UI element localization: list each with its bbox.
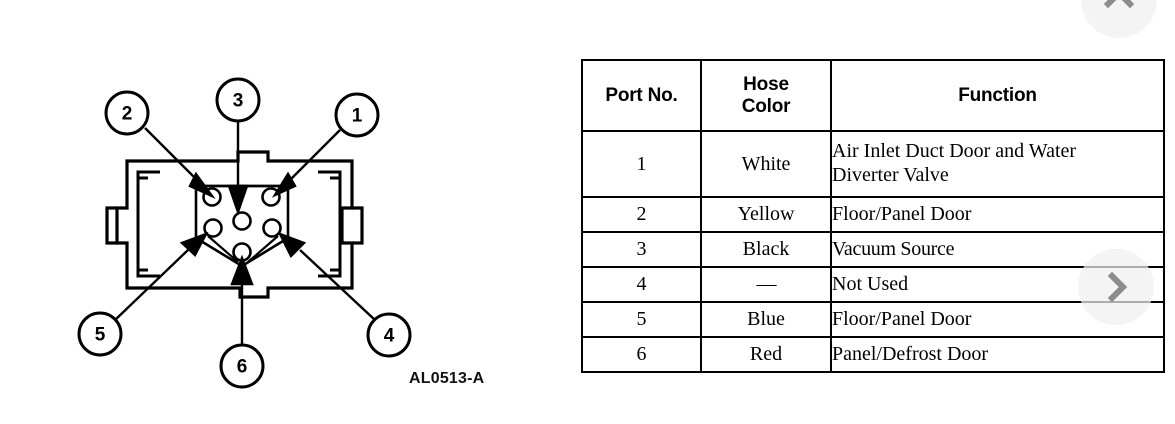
cell-port-no: 4 (581, 266, 702, 303)
connector-figure-panel: 2 3 1 5 6 4 AL0513-A (0, 0, 560, 424)
cell-function-line1: Air Inlet Duct Door and Water (832, 140, 1077, 163)
pin-hole-5 (203, 218, 223, 238)
header-port-no: Port No. (581, 59, 702, 132)
table-row: 6 Red Panel/Defrost Door (581, 336, 1165, 373)
cell-port-no: 2 (581, 196, 702, 233)
cell-hose-color: White (700, 130, 832, 198)
connector-inner-bracket-right (318, 170, 342, 278)
cell-port-no: 6 (581, 336, 702, 373)
cell-hose-color: Black (700, 231, 832, 268)
table-body: 1 White Air Inlet Duct Door and Water Di… (581, 130, 1165, 373)
callout-1-label: 1 (352, 106, 363, 127)
header-function: Function (830, 59, 1165, 132)
connector-outer-housing (115, 150, 354, 299)
cell-function: Floor/Panel Door (830, 196, 1165, 233)
leader-arrow-6 (230, 254, 254, 286)
cell-port-no: 1 (581, 130, 702, 198)
next-page-button[interactable] (1078, 249, 1154, 325)
connector-right-tab (352, 206, 364, 245)
cell-function: Air Inlet Duct Door and Water Diverter V… (830, 130, 1165, 198)
figure-reference-code: AL0513-A (409, 370, 485, 387)
callout-6-label: 6 (237, 357, 248, 378)
table-row: 4 — Not Used (581, 266, 1165, 303)
cell-function: Panel/Defrost Door (830, 336, 1165, 373)
leader-arrow-3 (227, 184, 249, 216)
callout-5-label: 5 (95, 325, 106, 346)
table-row: 5 Blue Floor/Panel Door (581, 301, 1165, 338)
callout-2-label: 2 (122, 104, 133, 125)
leader-line-5 (114, 249, 189, 321)
cell-hose-color: — (700, 266, 832, 303)
pin-hole-3 (232, 211, 252, 231)
connector-diagram: 2 3 1 5 6 4 AL0513-A (77, 77, 485, 389)
header-hose-color: Hose Color (700, 59, 832, 132)
table-row: 3 Black Vacuum Source (581, 231, 1165, 268)
cell-port-no: 3 (581, 231, 702, 268)
callout-circles: 2 3 1 5 6 4 (77, 77, 412, 389)
pin-hole-4 (262, 218, 282, 238)
cell-hose-color: Blue (700, 301, 832, 338)
port-function-table: Port No. Hose Color Function 1 White Air… (581, 59, 1165, 373)
callout-5: 5 (77, 311, 123, 357)
callout-4-label: 4 (384, 326, 395, 347)
cell-hose-color: Red (700, 336, 832, 373)
callout-leaders (114, 120, 376, 348)
cell-port-no: 5 (581, 301, 702, 338)
cell-hose-color: Yellow (700, 196, 832, 233)
leader-arrow-5 (179, 231, 209, 257)
scroll-up-button[interactable] (1081, 0, 1157, 38)
leader-arrow-1 (271, 171, 297, 198)
table-header-row: Port No. Hose Color Function (581, 59, 1165, 132)
leader-arrow-4 (277, 231, 307, 259)
chevron-up-icon (1103, 0, 1135, 9)
callout-3-label: 3 (233, 91, 244, 112)
cell-function-line2: Diverter Valve (832, 164, 949, 186)
header-hose-color-line1: Hose (743, 74, 789, 96)
callout-inner-leaders (207, 235, 279, 263)
header-hose-color-line2: Color (741, 95, 791, 117)
callout-1: 1 (334, 92, 380, 138)
table-row: 1 White Air Inlet Duct Door and Water Di… (581, 130, 1165, 198)
connector-left-tab (105, 206, 117, 245)
port-table-container: Port No. Hose Color Function 1 White Air… (581, 59, 1165, 373)
table-row: 2 Yellow Floor/Panel Door (581, 196, 1165, 233)
connector-inner-bracket-left (136, 170, 160, 278)
leader-arrow-2 (188, 171, 216, 199)
callout-6: 6 (219, 343, 265, 389)
connector-body (105, 150, 364, 299)
table-header: Port No. Hose Color Function (581, 59, 1165, 132)
callout-4: 4 (366, 312, 412, 358)
callout-3: 3 (215, 77, 261, 123)
leader-line-4 (299, 249, 376, 321)
chevron-right-icon (1107, 271, 1128, 303)
callout-2: 2 (104, 90, 150, 136)
